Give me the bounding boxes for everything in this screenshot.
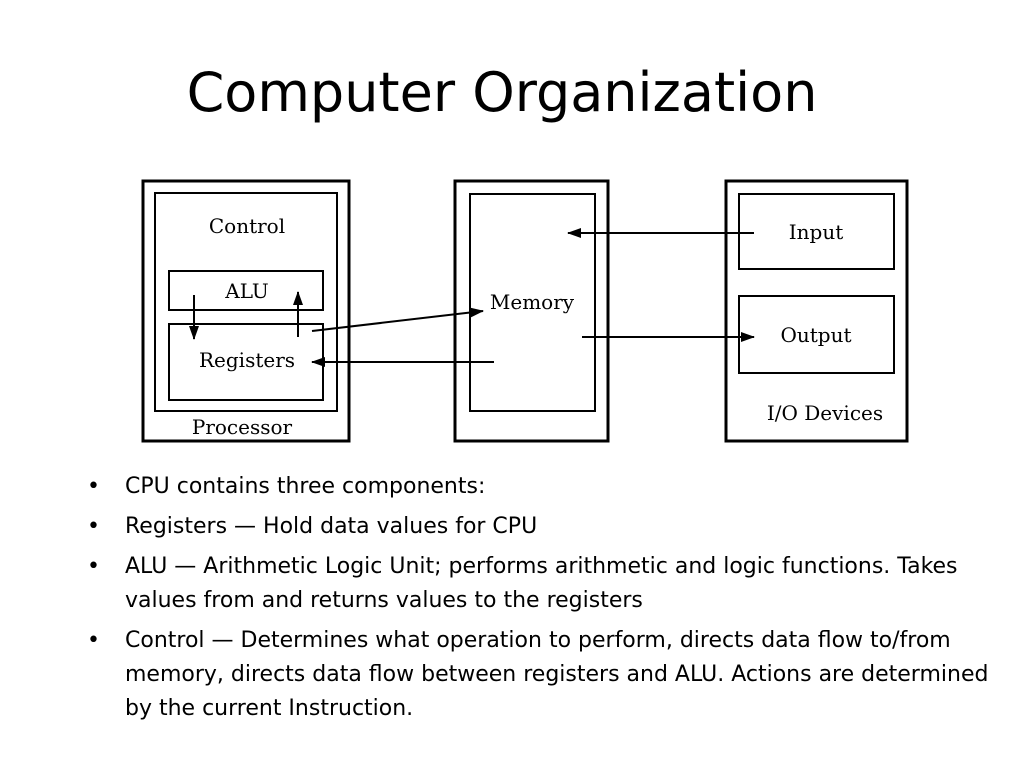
bullet-text: CPU contains three components: — [125, 474, 486, 499]
processor-inner-box — [154, 192, 338, 412]
output-label: Output — [780, 323, 851, 347]
io-devices-label: I/O Devices — [767, 401, 883, 425]
processor-label: Processor — [192, 415, 293, 439]
io-outer-box — [724, 179, 909, 443]
bullet-item: • Registers — Hold data values for CPU — [85, 510, 1015, 544]
bullet-item: • CPU contains three components: — [85, 470, 1015, 504]
memory-block: Memory — [453, 179, 610, 443]
output-box — [738, 295, 895, 374]
memory-outer-box — [453, 179, 610, 443]
registers-label: Registers — [199, 348, 295, 372]
data-flow-arrows — [189, 228, 755, 367]
alu-label: ALU — [224, 279, 269, 303]
processor-outer-box — [141, 179, 351, 443]
bullet-text: Registers — Hold data values for CPU — [125, 514, 538, 539]
input-box — [738, 193, 895, 270]
slide-title: Computer Organization — [186, 61, 818, 124]
bullet-symbol: • — [87, 628, 100, 653]
control-label: Control — [209, 214, 285, 238]
bullet-item: • Control — Determines what operation to… — [85, 624, 1015, 726]
bullet-text: ALU — Arithmetic Logic Unit; performs ar… — [125, 554, 958, 613]
bullet-item: • ALU — Arithmetic Logic Unit; performs … — [85, 550, 1015, 618]
bullet-text: Control — Determines what operation to p… — [125, 628, 989, 721]
bullet-list: • CPU contains three components: • Regis… — [85, 470, 1015, 732]
io-devices-block: Input Output I/O Devices — [724, 179, 909, 443]
memory-label: Memory — [490, 290, 575, 314]
processor-block: Control ALU Registers Processor — [141, 179, 351, 443]
memory-inner-box — [469, 193, 596, 412]
computer-organization-diagram: Control ALU Registers Processor Memory I… — [141, 179, 909, 443]
bullet-symbol: • — [87, 474, 100, 499]
registers-to-memory-arrow — [311, 307, 484, 332]
bullet-symbol: • — [87, 514, 100, 539]
input-label: Input — [789, 220, 844, 244]
alu-box — [168, 270, 324, 311]
bullet-symbol: • — [87, 554, 100, 579]
